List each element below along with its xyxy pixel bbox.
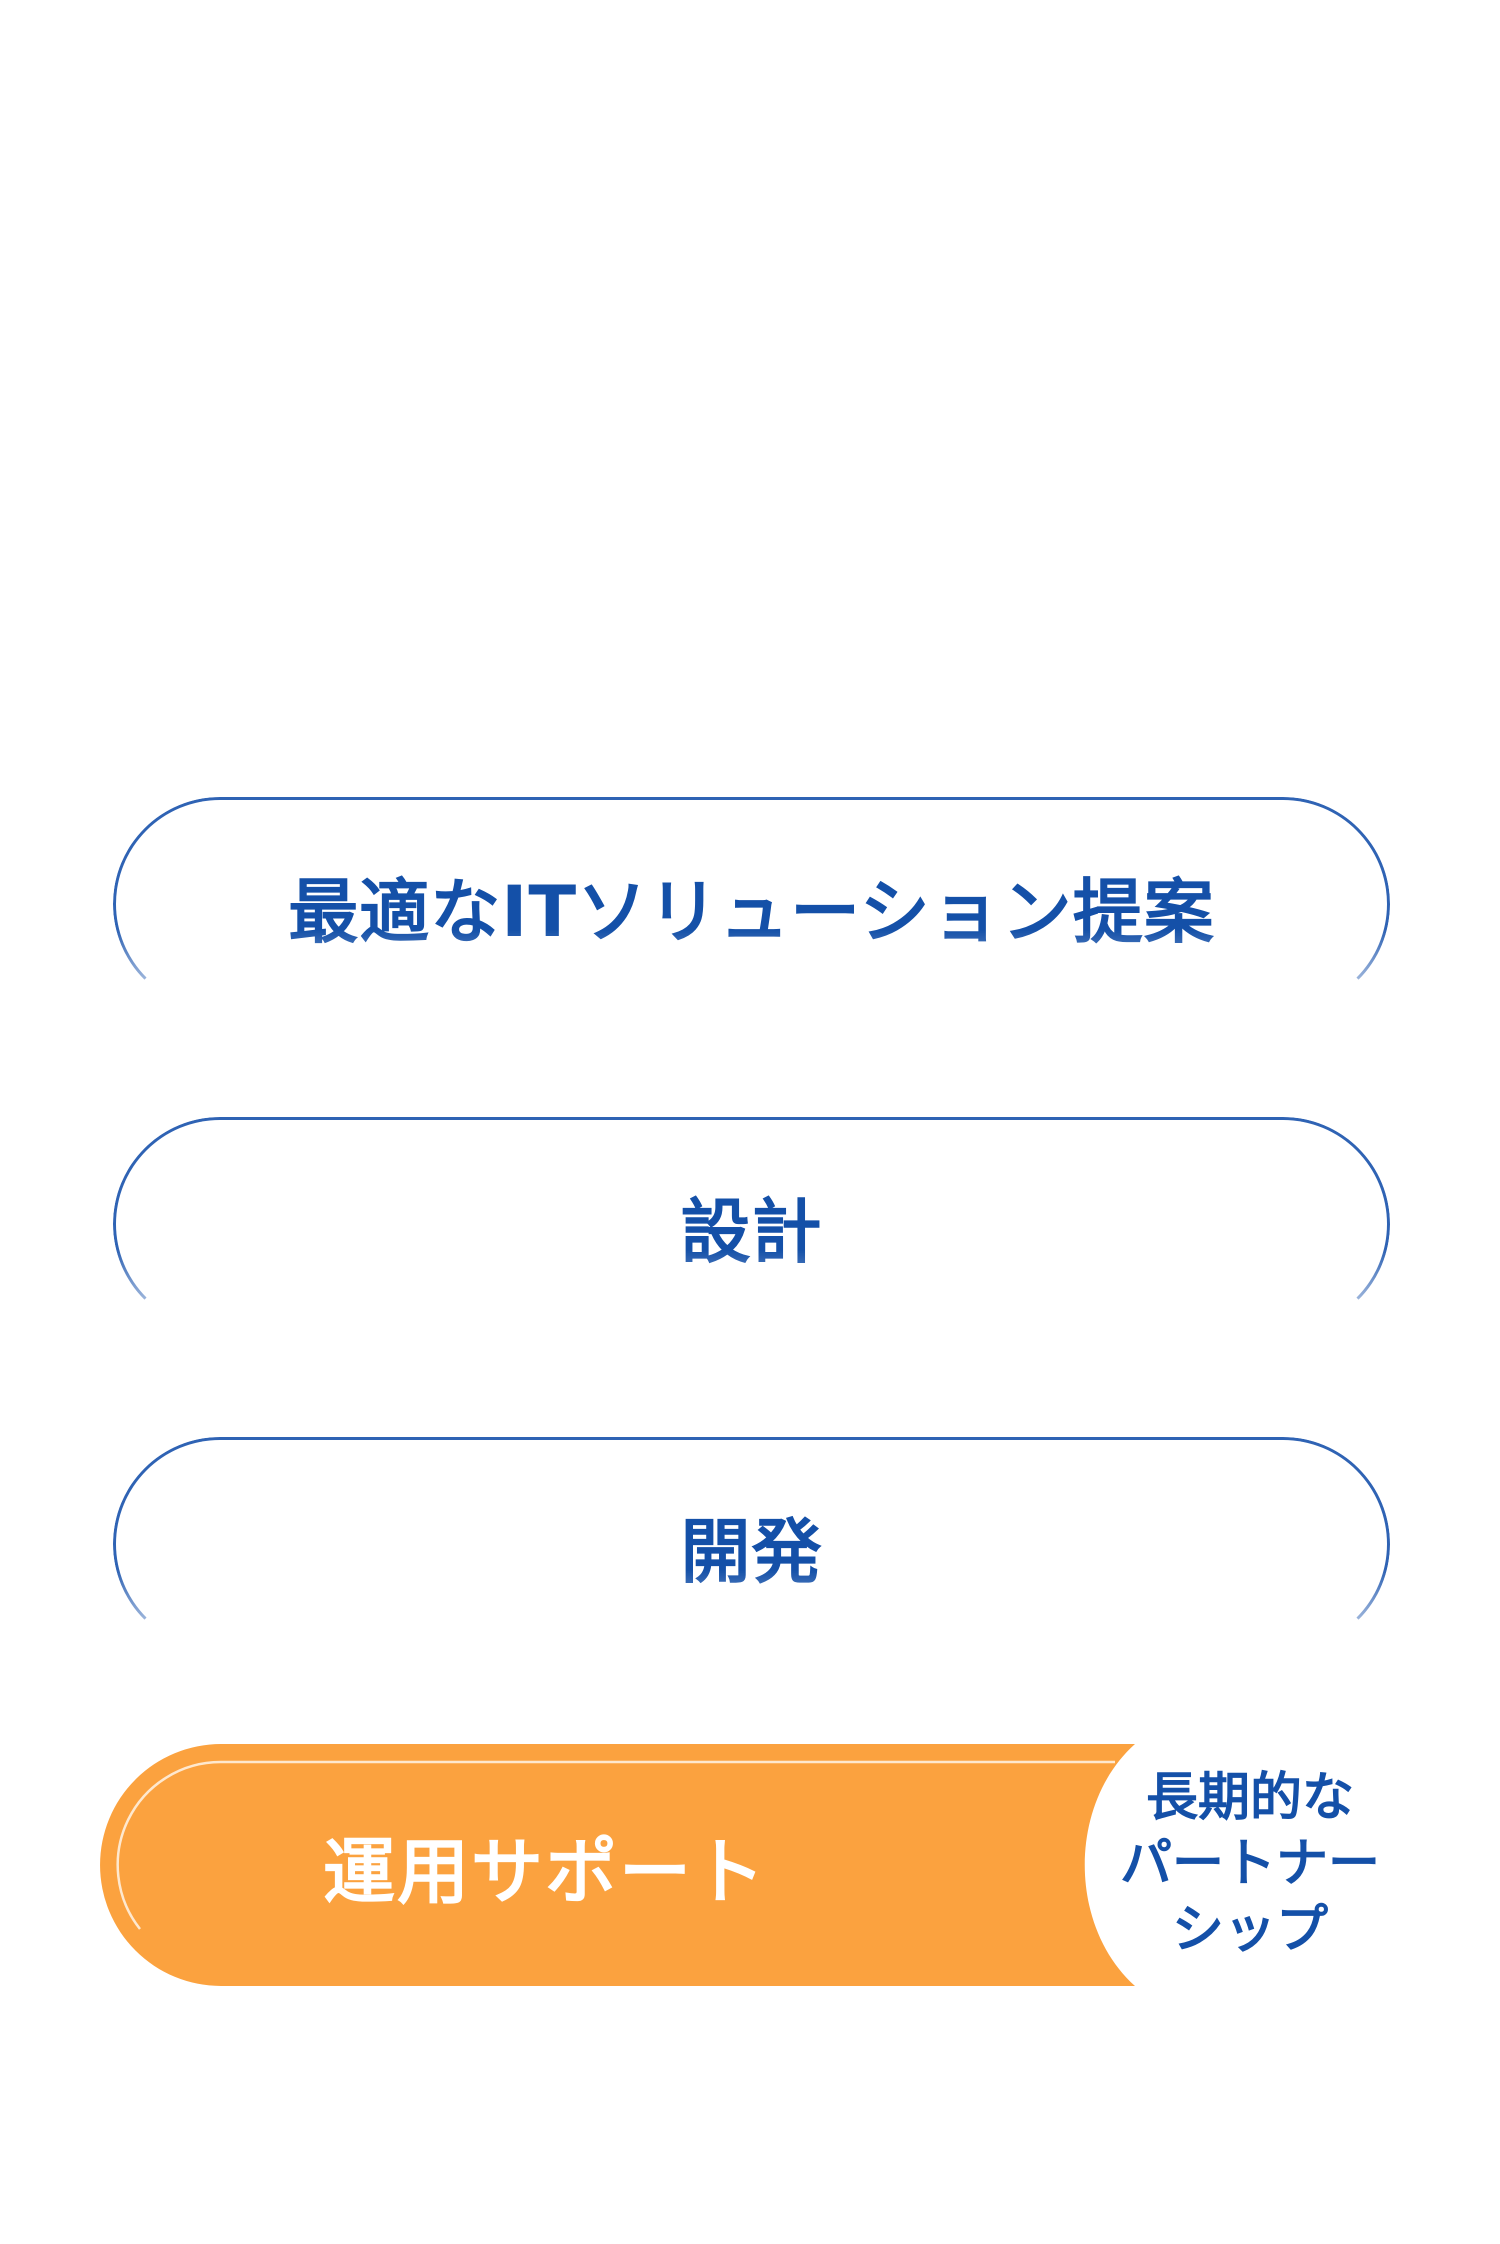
step-pill-development: 開発: [113, 1437, 1390, 1651]
step-pill-design: 設計: [113, 1117, 1390, 1331]
step-pill-it-solution: 最適なITソリューション提案: [113, 797, 1390, 1011]
long-term-partnership-label: 長期的な パートナー シップ: [1105, 1764, 1395, 1964]
operation-support-label: 運用サポート: [322, 1829, 767, 1914]
step-pill-operation-support: 運用サポート 長期的な パートナー シップ: [100, 1744, 1410, 1986]
step-label: 開発: [680, 1510, 823, 1593]
partnership-line: シップ: [1171, 1900, 1328, 1960]
step-label: 設計: [680, 1190, 823, 1273]
step-label: 最適なITソリューション提案: [288, 870, 1215, 953]
partnership-line: 長期的な: [1145, 1768, 1354, 1828]
operation-support-shape: [100, 1744, 1136, 1986]
partnership-line: パートナー: [1119, 1834, 1380, 1894]
